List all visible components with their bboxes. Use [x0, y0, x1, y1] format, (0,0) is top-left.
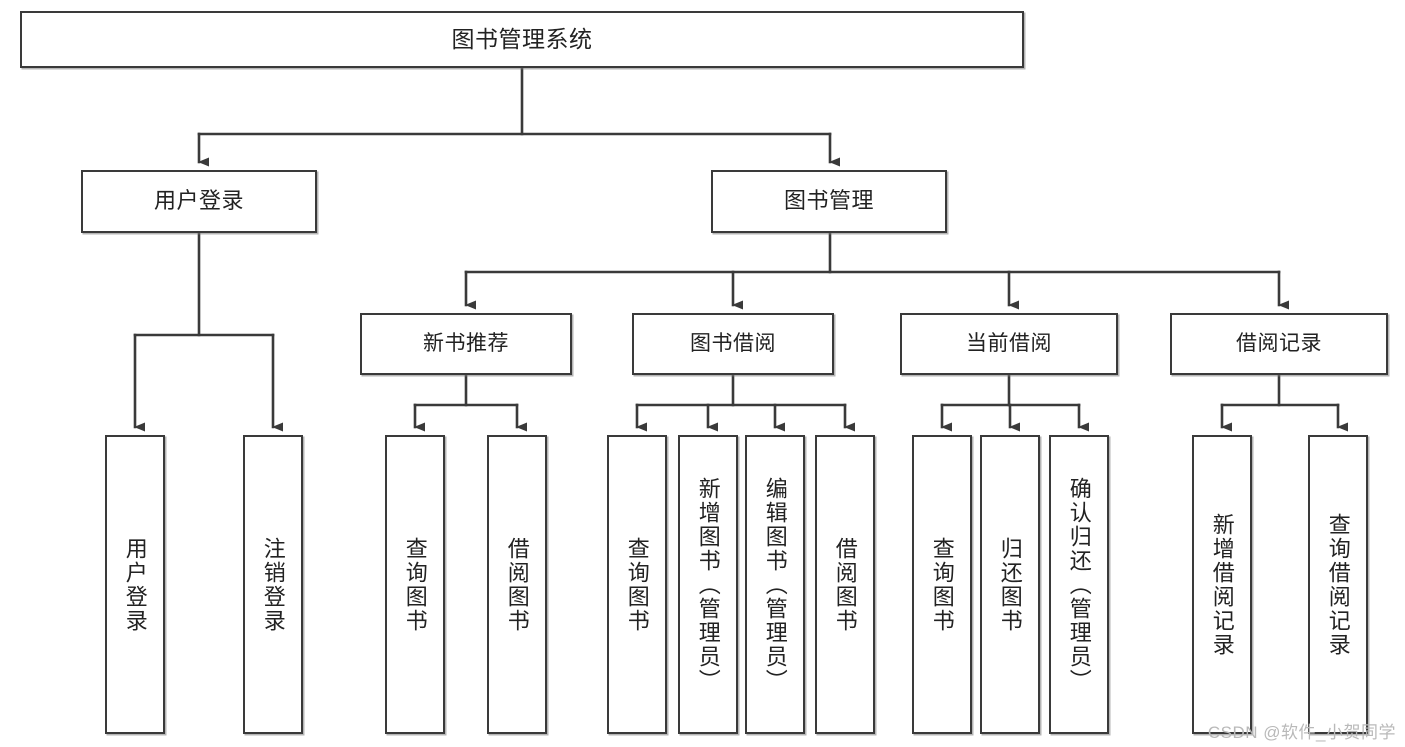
node-borrow-record[interactable]: 借阅记录	[1170, 313, 1388, 375]
leaf-user-login-login-label: 用户登录	[122, 536, 148, 633]
node-book-management[interactable]: 图书管理	[711, 170, 947, 233]
node-book-borrow-label: 图书借阅	[690, 332, 776, 356]
leaf-book-borrow-borrow-book-label: 借阅图书	[832, 536, 858, 633]
leaf-book-borrow-edit-book-admin-label: 编辑图书（管理员）	[762, 476, 788, 693]
node-new-book-recommend[interactable]: 新书推荐	[360, 313, 572, 375]
node-book-management-label: 图书管理	[783, 188, 874, 214]
leaf-book-borrow-query-book[interactable]: 查询图书	[607, 435, 667, 734]
leaf-new-book-query-book-label: 查询图书	[402, 536, 428, 633]
node-current-borrow[interactable]: 当前借阅	[900, 313, 1118, 375]
leaf-borrow-record-add-record-label: 新增借阅记录	[1209, 512, 1235, 657]
leaf-book-borrow-add-book-admin[interactable]: 新增图书（管理员）	[678, 435, 738, 734]
node-current-borrow-label: 当前借阅	[966, 332, 1052, 356]
leaf-borrow-record-query-record-label: 查询借阅记录	[1325, 512, 1351, 657]
leaf-current-borrow-return-book-label: 归还图书	[997, 536, 1023, 633]
leaf-borrow-record-add-record[interactable]: 新增借阅记录	[1192, 435, 1252, 734]
node-user-login[interactable]: 用户登录	[81, 170, 317, 233]
leaf-new-book-query-book[interactable]: 查询图书	[385, 435, 445, 734]
leaf-current-borrow-query-book-label: 查询图书	[929, 536, 955, 633]
leaf-current-borrow-confirm-return-admin[interactable]: 确认归还（管理员）	[1049, 435, 1109, 734]
node-new-book-recommend-label: 新书推荐	[423, 332, 509, 356]
leaf-current-borrow-return-book[interactable]: 归还图书	[980, 435, 1040, 734]
leaf-new-book-borrow-book-label: 借阅图书	[504, 536, 530, 633]
leaf-user-login-logout[interactable]: 注销登录	[243, 435, 303, 734]
leaf-book-borrow-edit-book-admin[interactable]: 编辑图书（管理员）	[745, 435, 805, 734]
node-borrow-record-label: 借阅记录	[1236, 332, 1322, 356]
leaf-book-borrow-query-book-label: 查询图书	[624, 536, 650, 633]
leaf-current-borrow-query-book[interactable]: 查询图书	[912, 435, 972, 734]
csdn-watermark: CSDN @软件_小贺同学	[1207, 723, 1396, 742]
leaf-new-book-borrow-book[interactable]: 借阅图书	[487, 435, 547, 734]
leaf-book-borrow-add-book-admin-label: 新增图书（管理员）	[695, 476, 721, 693]
leaf-book-borrow-borrow-book[interactable]: 借阅图书	[815, 435, 875, 734]
node-book-borrow[interactable]: 图书借阅	[632, 313, 834, 375]
leaf-current-borrow-confirm-return-admin-label: 确认归还（管理员）	[1066, 476, 1092, 693]
leaf-user-login-login[interactable]: 用户登录	[105, 435, 165, 734]
node-root-label: 图书管理系统	[451, 25, 593, 52]
leaf-user-login-logout-label: 注销登录	[260, 536, 286, 633]
node-user-login-label: 用户登录	[153, 188, 244, 214]
node-root-book-management-system[interactable]: 图书管理系统	[20, 11, 1024, 68]
leaf-borrow-record-query-record[interactable]: 查询借阅记录	[1308, 435, 1368, 734]
